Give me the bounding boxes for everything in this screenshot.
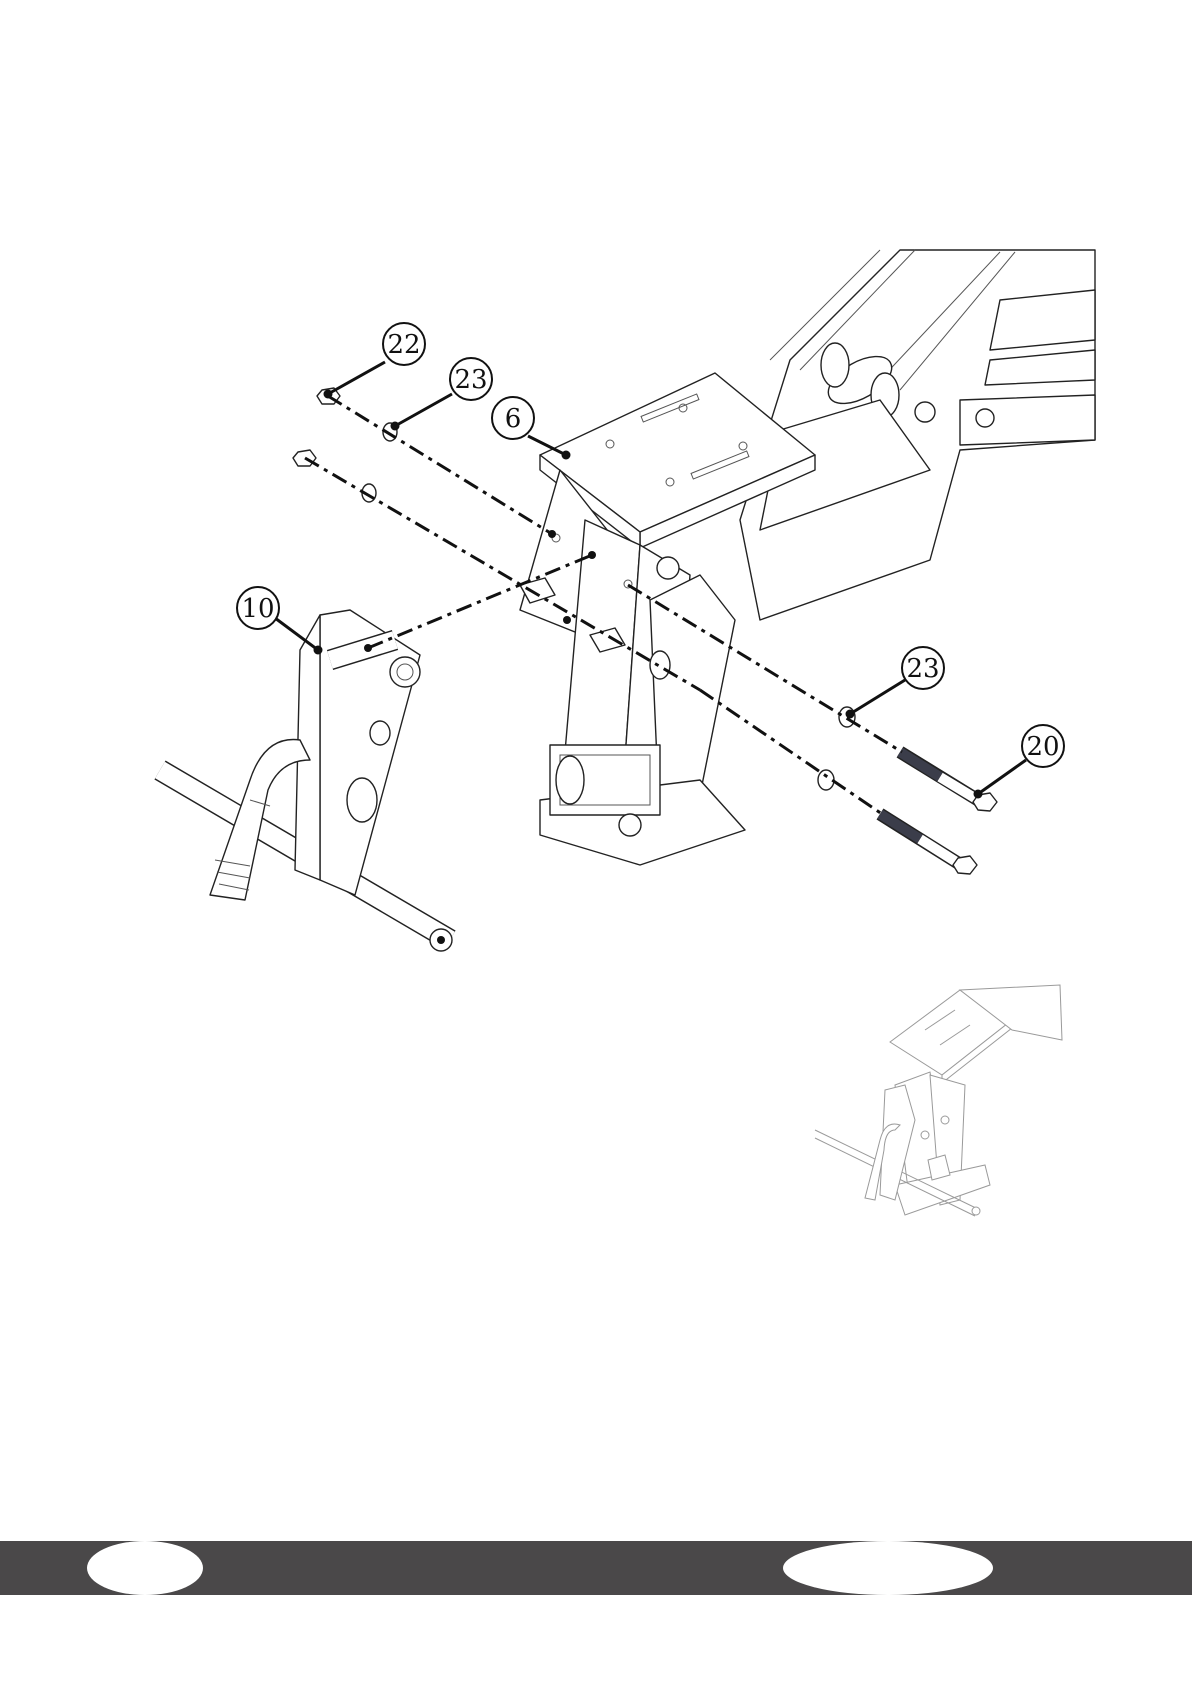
callout-20-label: 20 [1026,732,1059,762]
footer-band [0,1541,1192,1595]
callout-6-label: 6 [505,404,522,434]
callout-23-lower-label: 23 [906,654,939,684]
callout-22: 22 [324,323,426,399]
callout-23-lower: 23 [846,647,945,719]
arm-assembly [160,610,452,951]
callout-6: 6 [492,397,571,460]
assembled-preview [815,985,1062,1216]
footer-left-tab [87,1541,203,1595]
callout-23-upper-label: 23 [454,365,487,395]
callout-23-upper: 23 [391,358,493,431]
footer-right-tab [783,1541,993,1595]
callout-10-label: 10 [241,594,274,624]
main-frame [740,250,1095,620]
callout-10: 10 [237,587,323,655]
callout-22-label: 22 [387,330,420,360]
callout-20: 20 [974,725,1065,799]
washer-lower-right [818,770,834,790]
